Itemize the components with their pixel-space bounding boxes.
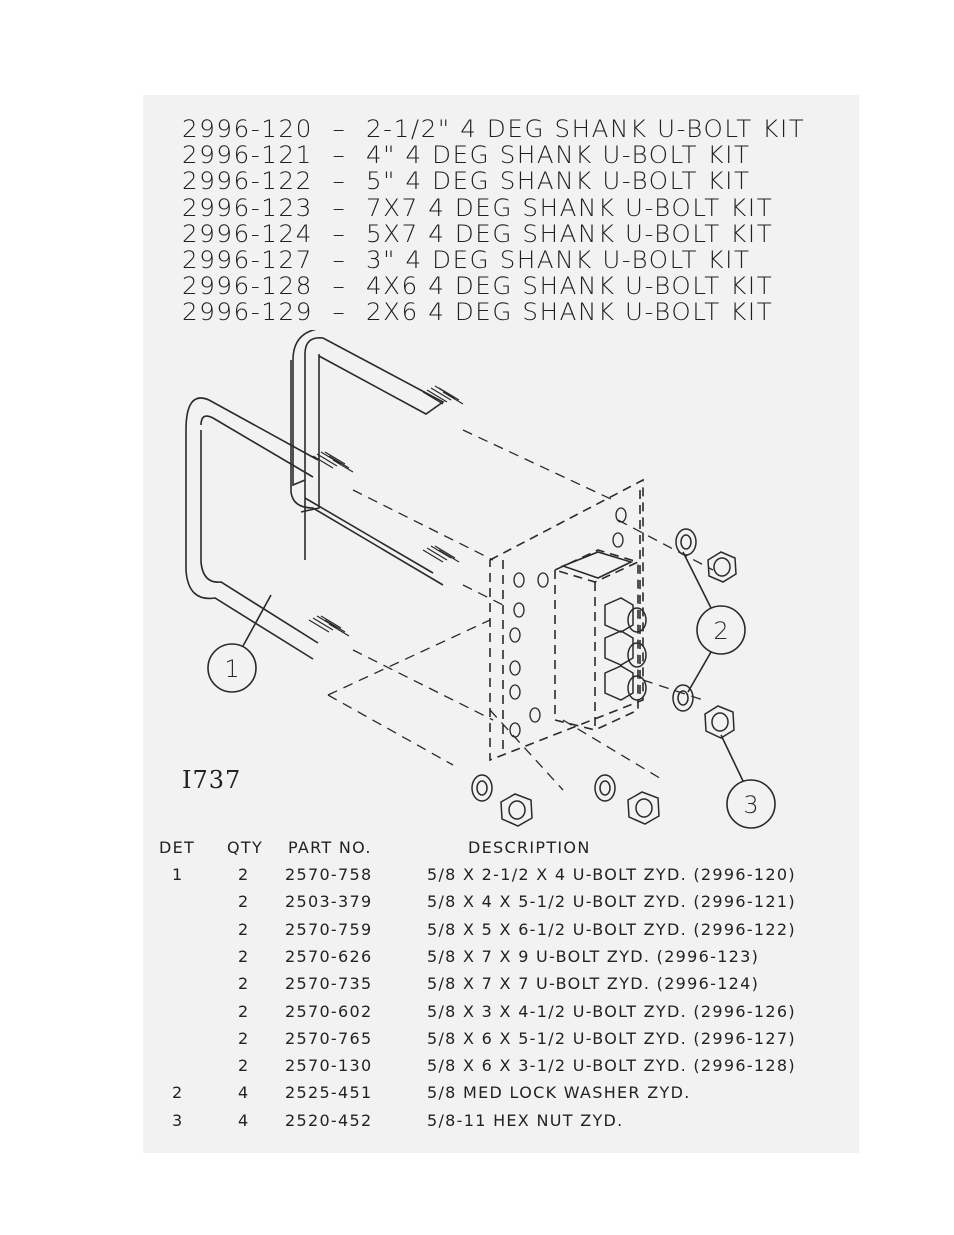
washers-nuts-right (672, 528, 737, 739)
callout-2: 2 (682, 551, 746, 693)
cell-qty: 2 (238, 1001, 250, 1021)
cell-qty: 2 (238, 1056, 250, 1076)
cell-qty: 2 (238, 919, 250, 939)
drawing-id: I737 (182, 766, 242, 794)
cell-part: 2570-765 (285, 1028, 373, 1048)
kit-line: 2996-128–4X6 4 DEG SHANK U-BOLT KIT (182, 272, 774, 301)
kit-line: 2996-122–5" 4 DEG SHANK U-BOLT KIT (182, 167, 751, 196)
washers-nuts-bottom (471, 774, 660, 827)
cell-qty: 2 (238, 974, 250, 994)
cell-qty: 2 (238, 946, 250, 966)
u-bolt-rear (290, 330, 445, 586)
exploded-assembly-drawing: 1 2 3 (185, 330, 776, 829)
callout-1: 1 (207, 594, 272, 693)
cell-description: 5/8 X 5 X 6-1/2 U-BOLT ZYD. (2996-122) (427, 919, 796, 939)
svg-text:1: 1 (224, 655, 239, 683)
cell-description: 5/8 X 4 X 5-1/2 U-BOLT ZYD. (2996-121) (427, 892, 796, 912)
cell-description: 5/8 X 7 X 7 U-BOLT ZYD. (2996-124) (427, 974, 760, 994)
cell-description: 5/8 X 6 X 3-1/2 U-BOLT ZYD. (2996-128) (427, 1056, 796, 1076)
cell-qty: 4 (238, 1110, 250, 1130)
kit-line: 2996-124–5X7 4 DEG SHANK U-BOLT KIT (182, 219, 774, 248)
cell-part: 2570-602 (285, 1001, 373, 1021)
shank-bolts (604, 597, 647, 701)
header-det: DET (159, 838, 196, 857)
cell-part: 2570-130 (285, 1056, 373, 1076)
plate-holes (509, 507, 627, 738)
kit-line: 2996-121–4" 4 DEG SHANK U-BOLT KIT (182, 141, 751, 170)
header-qty: QTY (227, 838, 264, 857)
cell-part: 2570-758 (285, 865, 373, 884)
cell-part: 2570-735 (285, 974, 373, 994)
u-bolt-front (185, 397, 319, 660)
cell-description: 5/8-11 HEX NUT ZYD. (427, 1110, 624, 1130)
header-part: PART NO. (288, 838, 372, 857)
callout-3: 3 (720, 734, 776, 829)
cell-part: 2503-379 (285, 892, 373, 912)
kit-line: 2996-129–2X6 4 DEG SHANK U-BOLT KIT (182, 298, 774, 327)
cell-part: 2570-626 (285, 946, 373, 966)
kit-line: 2996-120–2-1/2" 4 DEG SHANK U-BOLT KIT (182, 115, 806, 143)
cell-part: 2525-451 (285, 1083, 373, 1103)
cell-description: 5/8 X 3 X 4-1/2 U-BOLT ZYD. (2996-126) (427, 1001, 796, 1021)
drawing-sheet (143, 95, 859, 1153)
cell-part: 2570-759 (285, 919, 373, 939)
cell-qty: 2 (238, 1028, 250, 1048)
cell-det: 2 (172, 1083, 184, 1103)
header-description: DESCRIPTION (468, 838, 591, 857)
mounting-plate (489, 478, 644, 762)
cell-det: 3 (172, 1110, 184, 1130)
svg-text:3: 3 (743, 791, 758, 819)
cell-det: 1 (172, 865, 184, 884)
cell-description: 5/8 MED LOCK WASHER ZYD. (427, 1083, 691, 1103)
kit-line: 2996-123–7X7 4 DEG SHANK U-BOLT KIT (182, 193, 774, 222)
cell-qty: 4 (238, 1083, 250, 1103)
shank (552, 549, 641, 731)
cell-qty: 2 (238, 865, 250, 884)
cell-qty: 2 (238, 892, 250, 912)
kit-list: 2996-120–2-1/2" 4 DEG SHANK U-BOLT KIT 2… (182, 116, 804, 326)
cell-description: 5/8 X 6 X 5-1/2 U-BOLT ZYD. (2996-127) (427, 1028, 796, 1048)
center-lines (327, 429, 714, 791)
kit-line: 2996-127–3" 4 DEG SHANK U-BOLT KIT (182, 245, 751, 274)
svg-text:2: 2 (713, 617, 728, 645)
threads (308, 385, 464, 637)
cell-description: 5/8 X 2-1/2 X 4 U-BOLT ZYD. (2996-120) (427, 865, 796, 884)
cell-description: 5/8 X 7 X 9 U-BOLT ZYD. (2996-123) (427, 946, 760, 966)
cell-part: 2520-452 (285, 1110, 373, 1130)
